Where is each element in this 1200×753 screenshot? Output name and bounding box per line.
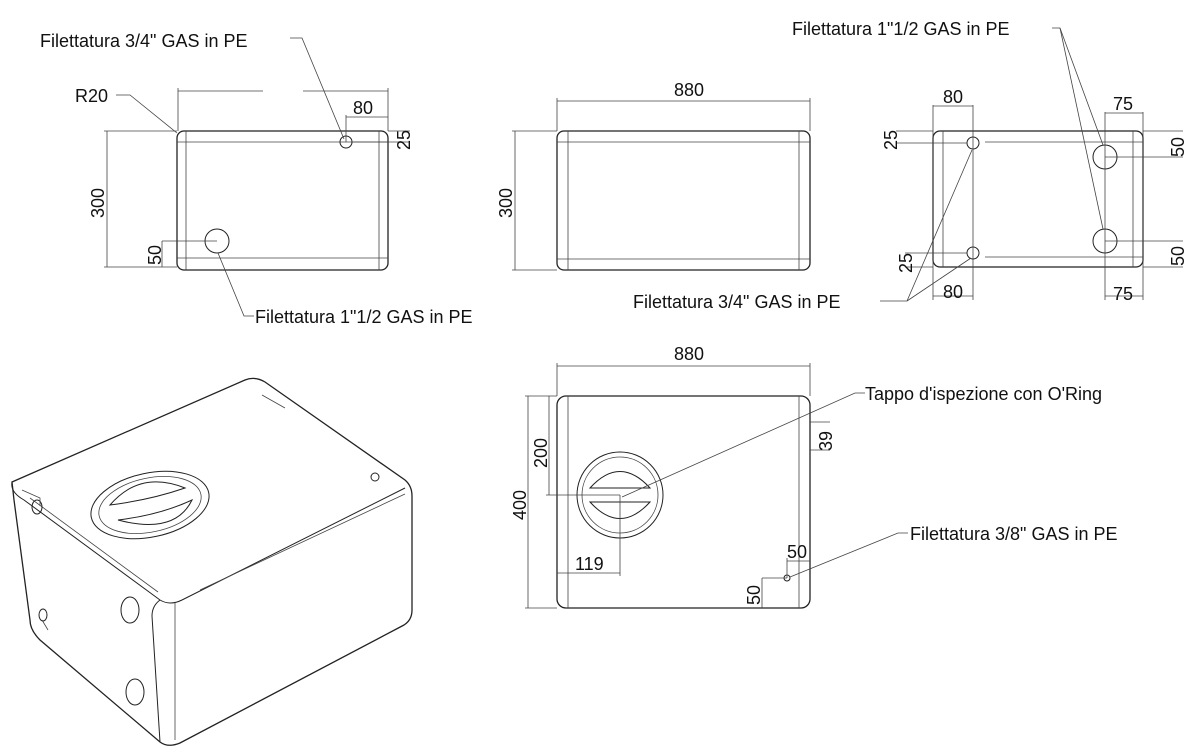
dim-side-50: 50 — [145, 245, 165, 265]
label-inspection-cap: Tappo d'ispezione con O'Ring — [865, 384, 1102, 404]
back-outline — [932, 130, 1144, 268]
iso-hole-1 — [120, 596, 140, 624]
dim-top-height: 400 — [510, 490, 530, 520]
label-thread-34-left: Filettatura 3/4" GAS in PE — [40, 31, 247, 51]
dim-back-25-bottom: 25 — [896, 253, 916, 273]
label-thread-112-left: Filettatura 1"1/2 GAS in PE — [255, 307, 473, 327]
dim-back-80-top: 80 — [943, 87, 963, 107]
dim-front-width: 880 — [674, 80, 704, 100]
front-outline — [556, 130, 811, 271]
front-view: 880 300 — [496, 80, 811, 271]
dim-back-75-top: 75 — [1113, 94, 1133, 114]
dim-front-height: 300 — [496, 188, 516, 218]
iso-inspection-cap — [90, 470, 210, 540]
dim-top-width: 880 — [674, 344, 704, 364]
iso-hole-2 — [125, 678, 145, 706]
tank-body — [11, 377, 413, 746]
dim-back-25-top: 25 — [881, 130, 901, 150]
back-view: 80 80 75 75 25 25 50 50 Filettatura 1"1/… — [633, 19, 1188, 312]
dim-back-80-bottom: 80 — [943, 282, 963, 302]
dim-top-200: 200 — [531, 438, 551, 468]
dim-back-50-bottom: 50 — [1168, 246, 1188, 266]
dim-side-height: 300 — [88, 188, 108, 218]
top-view: 880 400 200 39 119 50 50 Tappo d'ispezio… — [510, 344, 1117, 609]
label-thread-34-right: Filettatura 3/4" GAS in PE — [633, 292, 840, 312]
cap-grip-top — [588, 471, 652, 489]
cap-grip-bottom — [588, 501, 652, 519]
side-view: 300 50 80 25 R20 Filettatura 3/4" GAS in… — [40, 31, 473, 327]
dim-side-80: 80 — [353, 98, 373, 118]
dim-top-50-v: 50 — [744, 585, 764, 605]
dim-top-39: 39 — [816, 431, 836, 451]
side-outline — [176, 130, 389, 271]
isometric-view — [11, 377, 413, 746]
dim-top-50-h: 50 — [787, 542, 807, 562]
dim-back-50-top: 50 — [1168, 137, 1188, 157]
dim-side-25: 25 — [394, 130, 414, 150]
dim-back-75-bottom: 75 — [1113, 284, 1133, 304]
label-thread-38: Filettatura 3/8" GAS in PE — [910, 524, 1117, 544]
dim-top-119: 119 — [575, 554, 604, 574]
dim-radius: R20 — [75, 86, 108, 106]
label-thread-112-right: Filettatura 1"1/2 GAS in PE — [792, 19, 1010, 39]
